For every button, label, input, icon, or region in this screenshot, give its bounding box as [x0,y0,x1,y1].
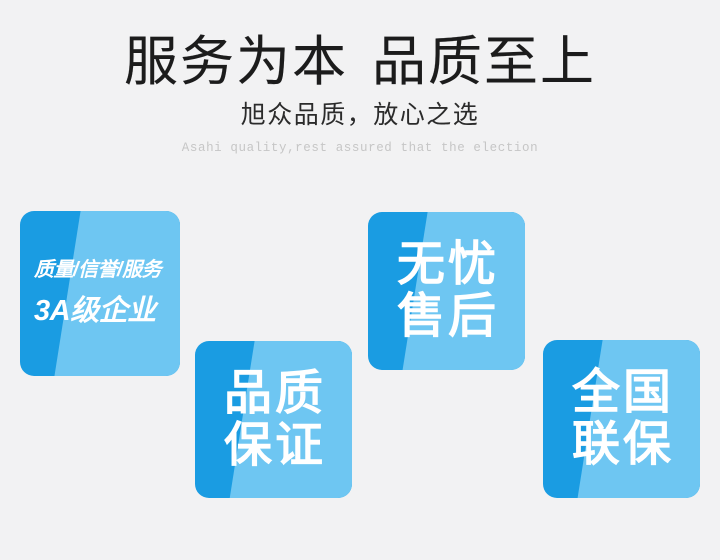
feature-card-nationwide-body: 全国 联保 [543,340,700,498]
feature-card-aaa-line1: 质量/信誉/服务 [34,259,162,282]
feature-card-quality: 品质 保证 [195,341,352,498]
headline-left: 服务为本 [124,32,348,92]
feature-card-aaa: 质量/信誉/服务 3A级企业 [20,211,180,376]
feature-card-service-line2: 售后 [396,290,499,343]
feature-card-service: 无忧 售后 [368,212,525,370]
headline: 服务为本品质至上 [0,0,720,91]
feature-card-service-line1: 无忧 [396,238,499,292]
feature-card-service-body: 无忧 售后 [368,212,525,370]
feature-card-nationwide-line2: 联保 [571,418,674,471]
feature-card-quality-body: 品质 保证 [195,341,352,498]
headline-right: 品质至上 [372,32,596,92]
subtitle: 旭众品质，放心之选 [240,102,480,130]
feature-card-quality-line2: 保证 [223,418,326,472]
feature-card-nationwide-line1: 全国 [571,366,674,420]
feature-card-aaa-line2: 3A级企业 [34,295,156,328]
feature-card-nationwide: 全国 联保 [543,340,700,498]
banner-header: 服务为本品质至上 旭众品质，放心之选 Asahi quality,rest as… [0,0,720,155]
tagline-english: Asahi quality,rest assured that the elec… [181,140,539,155]
feature-card-aaa-body: 质量/信誉/服务 3A级企业 [20,211,180,376]
feature-card-quality-line1: 品质 [223,366,326,420]
